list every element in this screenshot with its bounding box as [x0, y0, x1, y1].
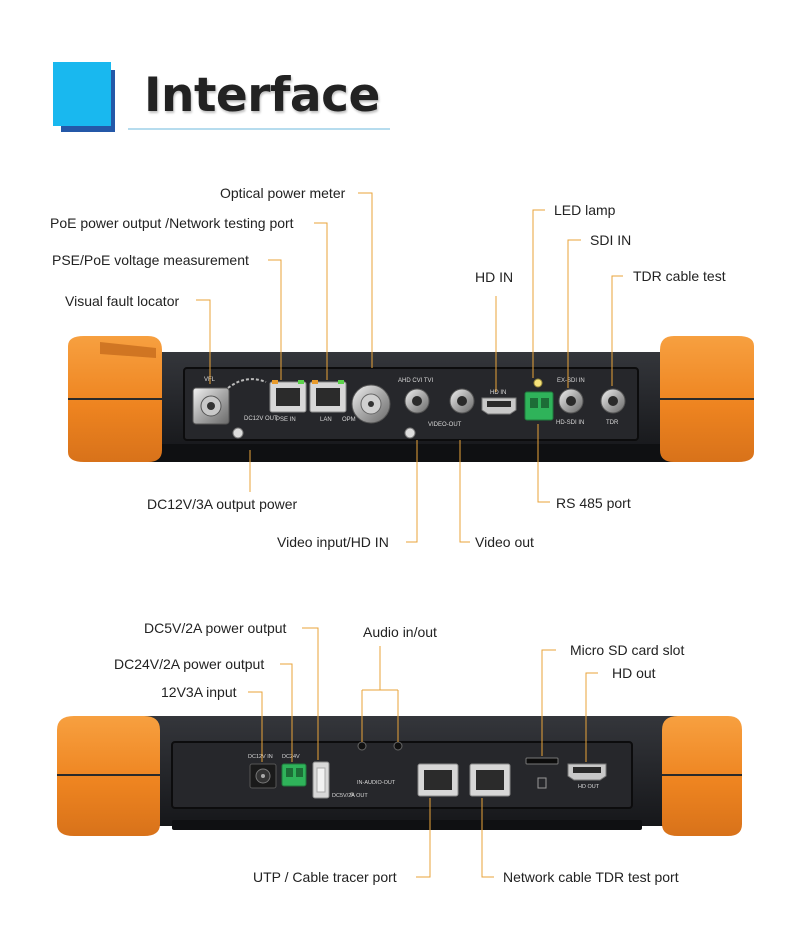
silk-tdr: TDR [606, 420, 619, 426]
page-title: Interface [144, 68, 380, 123]
label-video-out: Video out [475, 534, 534, 550]
silk-pse-in: PSE IN [276, 417, 296, 423]
label-tdr: TDR cable test [633, 268, 726, 284]
label-visual-fault: Visual fault locator [65, 293, 180, 309]
silk-ex-sdi-in: EX-SDI IN [557, 378, 585, 384]
label-utp: UTP / Cable tracer port [253, 869, 397, 885]
silk-dc5v-out: DC5V/2A OUT [332, 793, 368, 799]
dc24v-terminal [281, 763, 307, 787]
top-device-kickstand [130, 444, 678, 462]
silk-dc12v-in: DC12V IN [248, 754, 273, 760]
screw [232, 427, 244, 439]
silk-hd-in: HD IN [490, 390, 506, 396]
vfl-connector [192, 387, 230, 425]
bottom-device: DC12V IN DC24V IN-AUDIO-OUT DC5V/2A OUT … [57, 716, 742, 836]
lan-port [309, 380, 347, 413]
silk-opm: OPM [342, 417, 356, 423]
header-square-front [53, 62, 111, 126]
bottom-left-bumper [57, 716, 160, 836]
audio-in-jack [357, 741, 367, 751]
silk-dc24v: DC24V [282, 754, 300, 760]
silk-hd-out: HD OUT [578, 784, 600, 790]
label-video-input: Video input/HD IN [277, 534, 389, 550]
silk-ahd-cvi-tvi: AHD CVI TVI [398, 378, 434, 384]
label-dc5v: DC5V/2A power output [144, 620, 287, 636]
label-poe-output: PoE power output /Network testing port [50, 215, 294, 231]
label-led-lamp: LED lamp [554, 202, 616, 218]
bottom-leader-lines [248, 627, 598, 878]
hd-out-port [567, 763, 607, 781]
silk-hd-sdi-in: HD-SDI IN [556, 420, 584, 426]
network-tdr-port [469, 763, 511, 797]
top-left-bumper [68, 336, 162, 462]
bnc-video-in [404, 388, 430, 414]
label-optical-power-meter: Optical power meter [220, 185, 346, 201]
top-device: VFL DC12V OUT PSE IN LAN OPM AHD CVI TVI… [68, 336, 754, 462]
bnc-video-out [449, 388, 475, 414]
top-right-bumper [660, 336, 754, 462]
silk-video-out: VIDEO-OUT [428, 422, 462, 428]
label-12v: 12V3A input [161, 684, 237, 700]
label-hd-out: HD out [612, 665, 656, 681]
pse-in-port [269, 380, 307, 413]
label-pse-poe: PSE/PoE voltage measurement [52, 252, 249, 268]
label-audio: Audio in/out [363, 624, 437, 640]
bottom-right-bumper [662, 716, 742, 836]
usb-port [312, 761, 330, 799]
bottom-device-stand [172, 820, 642, 830]
header-underline [128, 128, 390, 130]
label-micro-sd: Micro SD card slot [570, 642, 685, 658]
label-rs485: RS 485 port [556, 495, 631, 511]
led-lamp [533, 378, 543, 388]
label-dc24v: DC24V/2A power output [114, 656, 265, 672]
label-sdi-in: SDI IN [590, 232, 632, 248]
tdr-connector [600, 388, 626, 414]
top-leader-lines [196, 192, 623, 543]
bottom-port-panel [171, 741, 633, 809]
micro-sd-slot [525, 757, 559, 765]
label-dc12v: DC12V/3A output power [147, 496, 298, 512]
sdi-in-connector [558, 388, 584, 414]
dc12v-in-jack [249, 763, 277, 789]
silk-lan: LAN [320, 417, 332, 423]
mic-hole [350, 792, 354, 796]
vfl-chain [227, 378, 267, 389]
label-hd-in: HD IN [475, 269, 514, 285]
sd-card-icon [537, 777, 547, 789]
silk-dc12v-out: DC12V OUT [244, 416, 278, 422]
opm-connector [351, 384, 391, 424]
audio-out-jack [393, 741, 403, 751]
hd-in-port [481, 397, 517, 415]
label-network-tdr: Network cable TDR test port [503, 869, 679, 885]
silk-in-audio-out: IN-AUDIO-OUT [357, 780, 396, 786]
rs485-terminal [524, 391, 554, 421]
utp-port [417, 763, 459, 797]
screw [404, 427, 416, 439]
